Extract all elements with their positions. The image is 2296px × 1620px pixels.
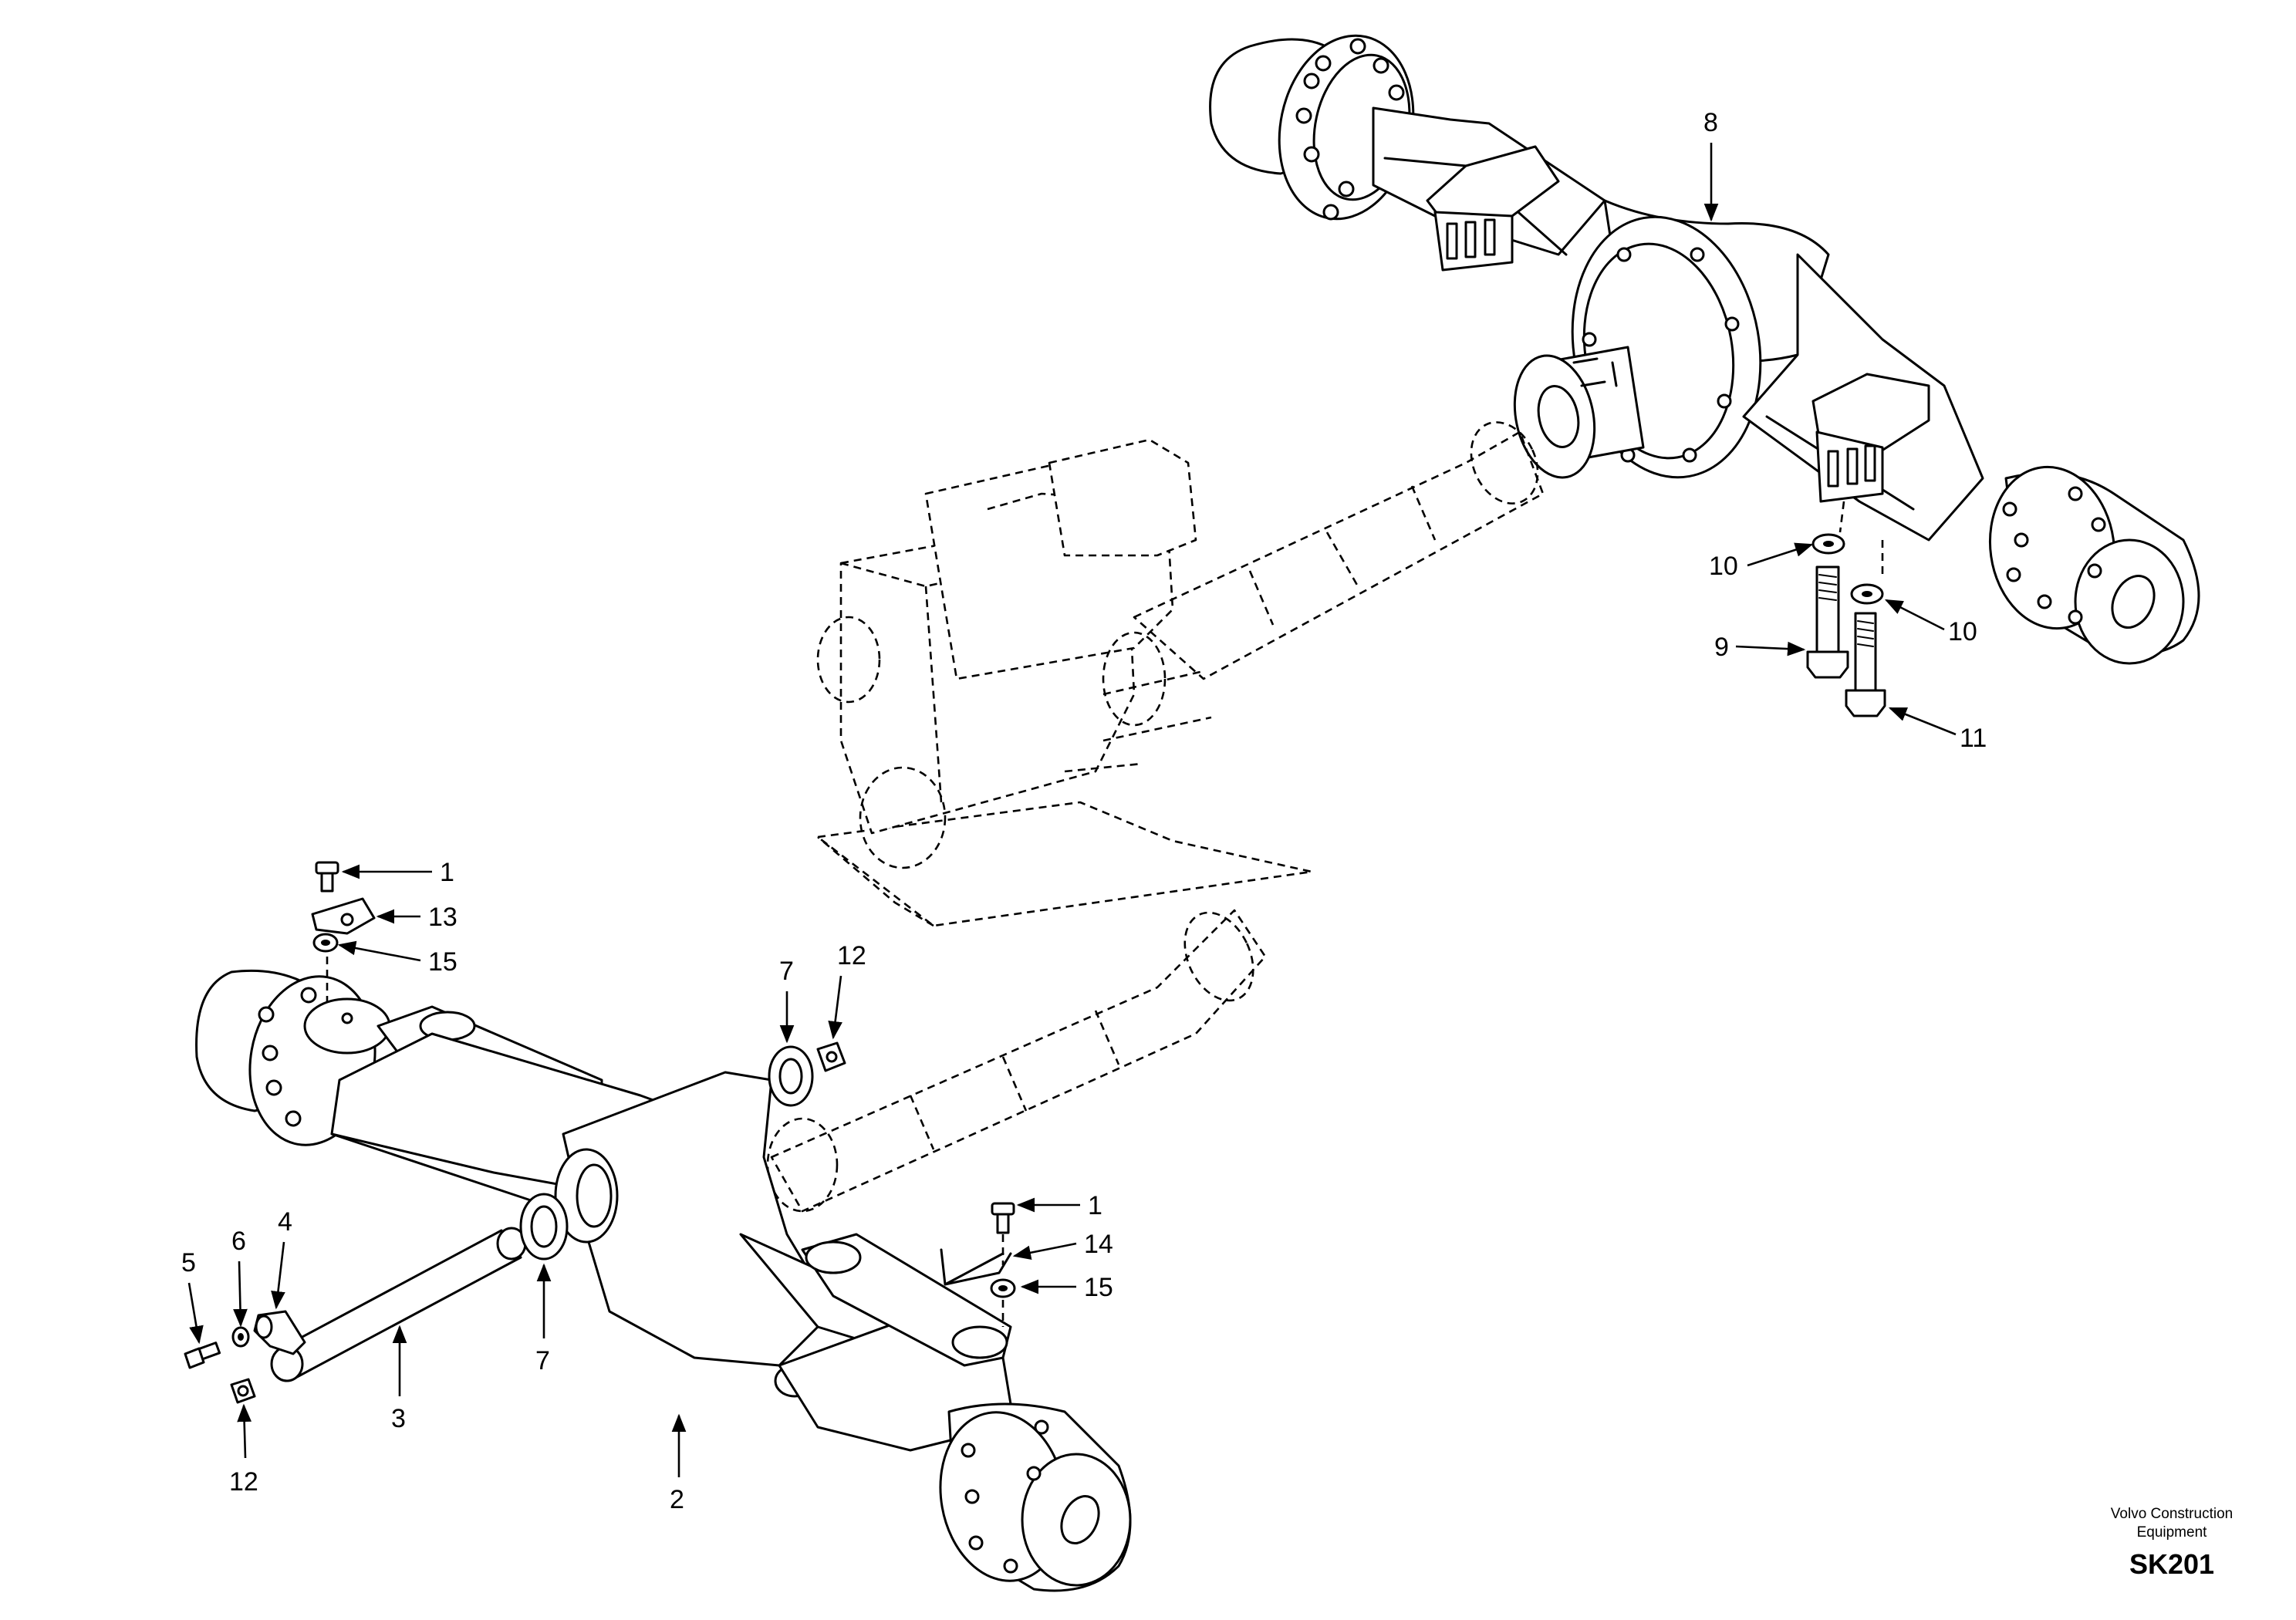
rear-axle-assembly xyxy=(1209,34,2200,717)
callout-2: 2 xyxy=(670,1485,684,1514)
callout-3: 3 xyxy=(391,1404,406,1433)
front-right-hardware-stack xyxy=(940,1202,1016,1327)
bolt-11 xyxy=(1854,612,1877,692)
transmission-phantom xyxy=(816,438,1313,927)
callout-1-top: 1 xyxy=(440,858,454,887)
callouts: 1 13 15 7 12 1 14 15 4 5 6 3 7 xyxy=(181,108,1987,1514)
callout-15-left: 15 xyxy=(428,947,458,977)
rear-right-mount-pad xyxy=(1811,373,1930,503)
callout-7-upper: 7 xyxy=(779,957,794,986)
callout-5: 5 xyxy=(181,1248,196,1277)
pivot-pin-3 xyxy=(270,1227,527,1382)
brand-line-1: Volvo Construction xyxy=(2111,1506,2233,1522)
rear-differential-housing xyxy=(1513,199,1830,479)
drawing-code: SK201 xyxy=(2129,1548,2214,1580)
callout-10-right: 10 xyxy=(1948,617,1977,646)
footer-brand: Volvo Construction Equipment SK201 xyxy=(2111,1506,2233,1580)
callout-8: 8 xyxy=(1703,108,1718,137)
callout-11: 11 xyxy=(1960,724,1987,753)
brand-line-2: Equipment xyxy=(2137,1524,2208,1541)
front-right-hub xyxy=(939,1402,1132,1592)
front-axle-assembly xyxy=(195,969,1132,1592)
callout-9: 9 xyxy=(1714,633,1729,662)
callout-1-right: 1 xyxy=(1088,1191,1102,1220)
bolt-1-right xyxy=(996,1212,1010,1234)
rear-left-mount-pad xyxy=(1426,145,1560,272)
bolt-9 xyxy=(1815,565,1840,653)
callout-4: 4 xyxy=(278,1207,292,1237)
callout-12-upper: 12 xyxy=(837,941,866,970)
callout-7-lower: 7 xyxy=(535,1346,550,1375)
upper-ring-and-nut xyxy=(768,1041,846,1107)
pin-end-hardware xyxy=(184,1310,306,1404)
rear-mount-bolts xyxy=(1806,501,1886,717)
callout-14: 14 xyxy=(1084,1230,1113,1259)
propeller-shaft-front-phantom xyxy=(766,909,1267,1213)
bolt-1-top xyxy=(320,870,334,893)
callout-12-lower: 12 xyxy=(229,1467,258,1497)
front-left-hardware-stack xyxy=(311,861,376,1003)
callout-13: 13 xyxy=(428,903,458,932)
callout-15-right: 15 xyxy=(1084,1273,1113,1302)
rear-right-hub xyxy=(1988,465,2200,665)
propeller-shaft-rear-phantom xyxy=(1102,421,1545,727)
callout-6: 6 xyxy=(231,1227,246,1256)
callout-10-left: 10 xyxy=(1709,552,1738,581)
